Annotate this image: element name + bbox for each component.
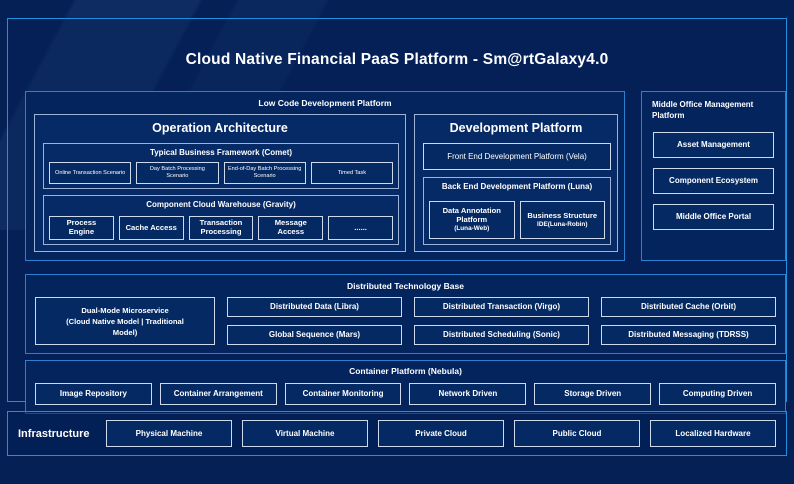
chip-business-structure-ide[interactable]: Business Structure IDE(Luna-Robin)	[519, 201, 605, 239]
chip-process-engine[interactable]: Process Engine	[49, 216, 114, 240]
middle-office-items: Asset Management Component Ecosystem Mid…	[653, 132, 774, 230]
dual-mode-line-1: Dual-Mode Microservice	[81, 305, 169, 315]
operation-architecture-title: Operation Architecture	[152, 121, 288, 135]
chip-middle-office-portal[interactable]: Middle Office Portal	[653, 204, 774, 230]
infrastructure-items: Physical Machine Virtual Machine Private…	[106, 420, 776, 447]
chip-data-annotation-platform[interactable]: Data Annotation Platform (Luna-Web)	[429, 201, 515, 239]
data-annotation-platform-label: Data Annotation Platform	[442, 206, 501, 225]
container-platform-title: Container Platform (Nebula)	[349, 366, 462, 376]
back-end-items: Data Annotation Platform (Luna-Web) Busi…	[429, 201, 605, 239]
back-end-development-platform-title: Back End Development Platform (Luna)	[441, 182, 593, 191]
distributed-column-2: Distributed Transaction (Virgo) Distribu…	[414, 297, 589, 345]
chip-component-ecosystem[interactable]: Component Ecosystem	[653, 168, 774, 194]
chip-transaction-processing[interactable]: Transaction Processing	[188, 216, 254, 240]
dual-mode-line-3: Model)	[112, 327, 138, 337]
chip-distributed-transaction[interactable]: Distributed Transaction (Virgo)	[414, 297, 589, 317]
typical-business-framework-items: Online Transaction Scenario Day Batch Pr…	[49, 162, 393, 184]
chip-distributed-scheduling[interactable]: Distributed Scheduling (Sonic)	[414, 325, 589, 345]
chip-container-arrangement[interactable]: Container Arrangement	[159, 383, 277, 405]
business-structure-label: Business Structure	[527, 210, 598, 220]
component-cloud-warehouse-title: Component Cloud Warehouse (Gravity)	[146, 200, 296, 209]
platform-frame: Cloud Native Financial PaaS Platform - S…	[7, 18, 787, 414]
section-distributed-technology-base[interactable]: Distributed Technology Base Dual-Mode Mi…	[25, 274, 786, 354]
chip-day-batch-processing-scenario[interactable]: Day Batch Processing Scenario	[136, 162, 219, 184]
chip-global-sequence[interactable]: Global Sequence (Mars)	[227, 325, 402, 345]
section-infrastructure[interactable]: Infrastructure Physical Machine Virtual …	[7, 411, 787, 456]
group-development-platform[interactable]: Development Platform Front End Developme…	[414, 114, 618, 252]
chip-end-of-day-batch-processing-scenario[interactable]: End-of-Day Batch Processing Scenario	[223, 162, 306, 184]
section-middle-office-management-platform[interactable]: Middle Office Management Platform Asset …	[641, 91, 786, 261]
group-operation-architecture[interactable]: Operation Architecture Typical Business …	[34, 114, 406, 252]
chip-image-repository[interactable]: Image Repository	[35, 383, 152, 405]
chip-container-monitoring[interactable]: Container Monitoring	[284, 383, 402, 405]
page-title: Cloud Native Financial PaaS Platform - S…	[185, 51, 609, 68]
chip-cache-access[interactable]: Cache Access	[118, 216, 184, 240]
low-code-title: Low Code Development Platform	[258, 98, 392, 108]
distributed-column-3: Distributed Cache (Orbit) Distributed Me…	[601, 297, 776, 345]
distributed-technology-base-title: Distributed Technology Base	[347, 281, 464, 291]
chip-computing-driven[interactable]: Computing Driven	[659, 383, 776, 405]
section-low-code-development-platform[interactable]: Low Code Development Platform Operation …	[25, 91, 625, 261]
component-cloud-warehouse-items: Process Engine Cache Access Transaction …	[49, 216, 393, 240]
chip-virtual-machine[interactable]: Virtual Machine	[242, 420, 368, 447]
infrastructure-label: Infrastructure	[18, 427, 90, 440]
chip-localized-hardware[interactable]: Localized Hardware	[650, 420, 776, 447]
chip-front-end-development-platform[interactable]: Front End Development Platform (Vela)	[423, 143, 611, 170]
chip-more-ellipsis[interactable]: ......	[328, 216, 393, 240]
chip-asset-management[interactable]: Asset Management	[653, 132, 774, 158]
distributed-technology-base-body: Dual-Mode Microservice (Cloud Native Mod…	[35, 297, 776, 345]
chip-storage-driven[interactable]: Storage Driven	[534, 383, 652, 405]
chip-physical-machine[interactable]: Physical Machine	[106, 420, 232, 447]
chip-network-driven[interactable]: Network Driven	[409, 383, 527, 405]
chip-dual-mode-microservice[interactable]: Dual-Mode Microservice (Cloud Native Mod…	[35, 297, 215, 345]
chip-private-cloud[interactable]: Private Cloud	[378, 420, 504, 447]
chip-distributed-messaging[interactable]: Distributed Messaging (TDRSS)	[601, 325, 776, 345]
chip-public-cloud[interactable]: Public Cloud	[514, 420, 640, 447]
typical-business-framework-title: Typical Business Framework (Comet)	[149, 148, 293, 157]
subgroup-back-end-development-platform[interactable]: Back End Development Platform (Luna) Dat…	[423, 177, 611, 245]
development-platform-title: Development Platform	[449, 121, 583, 135]
chip-online-transaction-scenario[interactable]: Online Transaction Scenario	[49, 162, 132, 184]
data-annotation-platform-sublabel: (Luna-Web)	[454, 225, 490, 233]
middle-office-title: Middle Office Management Platform	[652, 100, 754, 120]
business-structure-sublabel: IDE(Luna-Robin)	[537, 220, 588, 228]
chip-message-access[interactable]: Message Access	[258, 216, 324, 240]
distributed-column-1: Distributed Data (Libra) Global Sequence…	[227, 297, 402, 345]
section-container-platform[interactable]: Container Platform (Nebula) Image Reposi…	[25, 360, 786, 414]
chip-distributed-data[interactable]: Distributed Data (Libra)	[227, 297, 402, 317]
chip-distributed-cache[interactable]: Distributed Cache (Orbit)	[601, 297, 776, 317]
subgroup-component-cloud-warehouse[interactable]: Component Cloud Warehouse (Gravity) Proc…	[43, 195, 399, 245]
dual-mode-line-2: (Cloud Native Model | Traditional	[66, 316, 184, 326]
subgroup-typical-business-framework[interactable]: Typical Business Framework (Comet) Onlin…	[43, 143, 399, 189]
container-platform-items: Image Repository Container Arrangement C…	[35, 383, 776, 405]
chip-timed-task[interactable]: Timed Task	[310, 162, 393, 184]
